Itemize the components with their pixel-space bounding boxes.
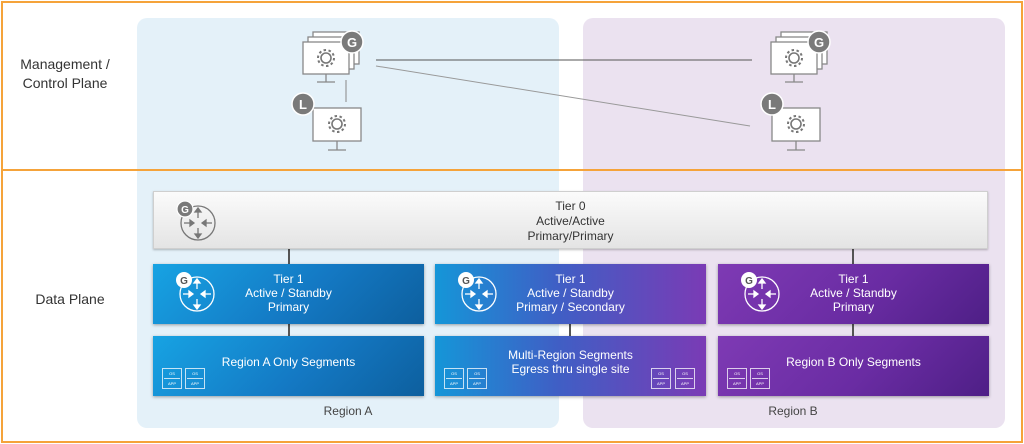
global-badge-a-icon: G xyxy=(340,30,364,54)
tier0-to-tier1-a-connector xyxy=(288,249,290,264)
tier0-router-icon: G xyxy=(176,200,216,241)
tier1-a-title: Tier 1 xyxy=(273,272,304,286)
svg-text:L: L xyxy=(299,97,307,112)
region-a-label: Region A xyxy=(323,404,373,418)
svg-text:L: L xyxy=(768,97,776,112)
svg-text:G: G xyxy=(347,35,357,50)
tier1-b-role: Primary xyxy=(832,300,875,314)
tier0-gateway: G Tier 0 Active/Active Primary/Primary xyxy=(153,191,988,249)
local-badge-b-icon: L xyxy=(760,92,784,116)
tier1-multi-region: G Tier 1 Active / Standby Primary / Seco… xyxy=(435,264,706,324)
segment-mr-line1: Multi-Region Segments xyxy=(508,348,633,362)
tier1-a-role: Primary xyxy=(267,300,310,314)
tier1-b-to-segment-connector xyxy=(852,324,854,336)
tier0-role: Primary/Primary xyxy=(527,229,614,243)
tier1-mr-title: Tier 1 xyxy=(555,272,586,286)
tier1-b-mode: Active / Standby xyxy=(810,286,897,300)
data-plane-frame xyxy=(1,169,1023,443)
svg-text:G: G xyxy=(180,276,188,287)
tier1-b-router-icon: G xyxy=(741,272,780,312)
tier0-to-tier1-b-connector xyxy=(852,249,854,264)
global-badge-b-icon: G xyxy=(807,30,831,54)
segment-mr-line2: Egress thru single site xyxy=(511,362,630,376)
tier1-a-router-icon: G xyxy=(176,272,215,312)
tier1-mr-router-icon: G xyxy=(458,272,497,312)
segment-a-line1: Region A Only Segments xyxy=(221,355,356,369)
tier1-mr-mode: Active / Standby xyxy=(527,286,614,300)
segment-b-line1: Region B Only Segments xyxy=(786,355,921,369)
management-diagram: G L G L xyxy=(291,30,831,151)
region-a-local-manager-icon xyxy=(312,107,362,151)
svg-text:G: G xyxy=(462,276,470,287)
local-badge-a-icon: L xyxy=(291,92,315,116)
tier1-a-to-segment-connector xyxy=(288,324,290,336)
tier0-mode: Active/Active xyxy=(536,214,605,228)
global-to-local-link xyxy=(375,65,751,127)
data-plane-label: Data Plane xyxy=(35,291,105,307)
tier1-region-b: G Tier 1 Active / Standby Primary xyxy=(718,264,989,324)
management-plane-frame xyxy=(1,1,1023,171)
tier1-b-title: Tier 1 xyxy=(838,272,869,286)
tier0-title: Tier 0 xyxy=(555,199,586,213)
tier1-a-mode: Active / Standby xyxy=(245,286,332,300)
management-plane-label: Management / Control Plane xyxy=(20,56,110,91)
tier1-mr-role: Primary / Secondary xyxy=(516,300,625,314)
svg-text:G: G xyxy=(814,35,824,50)
tier1-mr-to-segment-connector xyxy=(569,324,571,336)
svg-text:G: G xyxy=(181,205,189,216)
tier1-region-a: G Tier 1 Active / Standby Primary xyxy=(153,264,424,324)
tier0-text: Tier 0 Active/Active Primary/Primary xyxy=(154,199,987,244)
svg-text:G: G xyxy=(745,276,753,287)
segment-multi-region: Multi-Region Segments Egress thru single… xyxy=(435,336,706,396)
region-b-label: Region B xyxy=(768,404,818,418)
region-b-local-manager-icon xyxy=(771,107,821,151)
